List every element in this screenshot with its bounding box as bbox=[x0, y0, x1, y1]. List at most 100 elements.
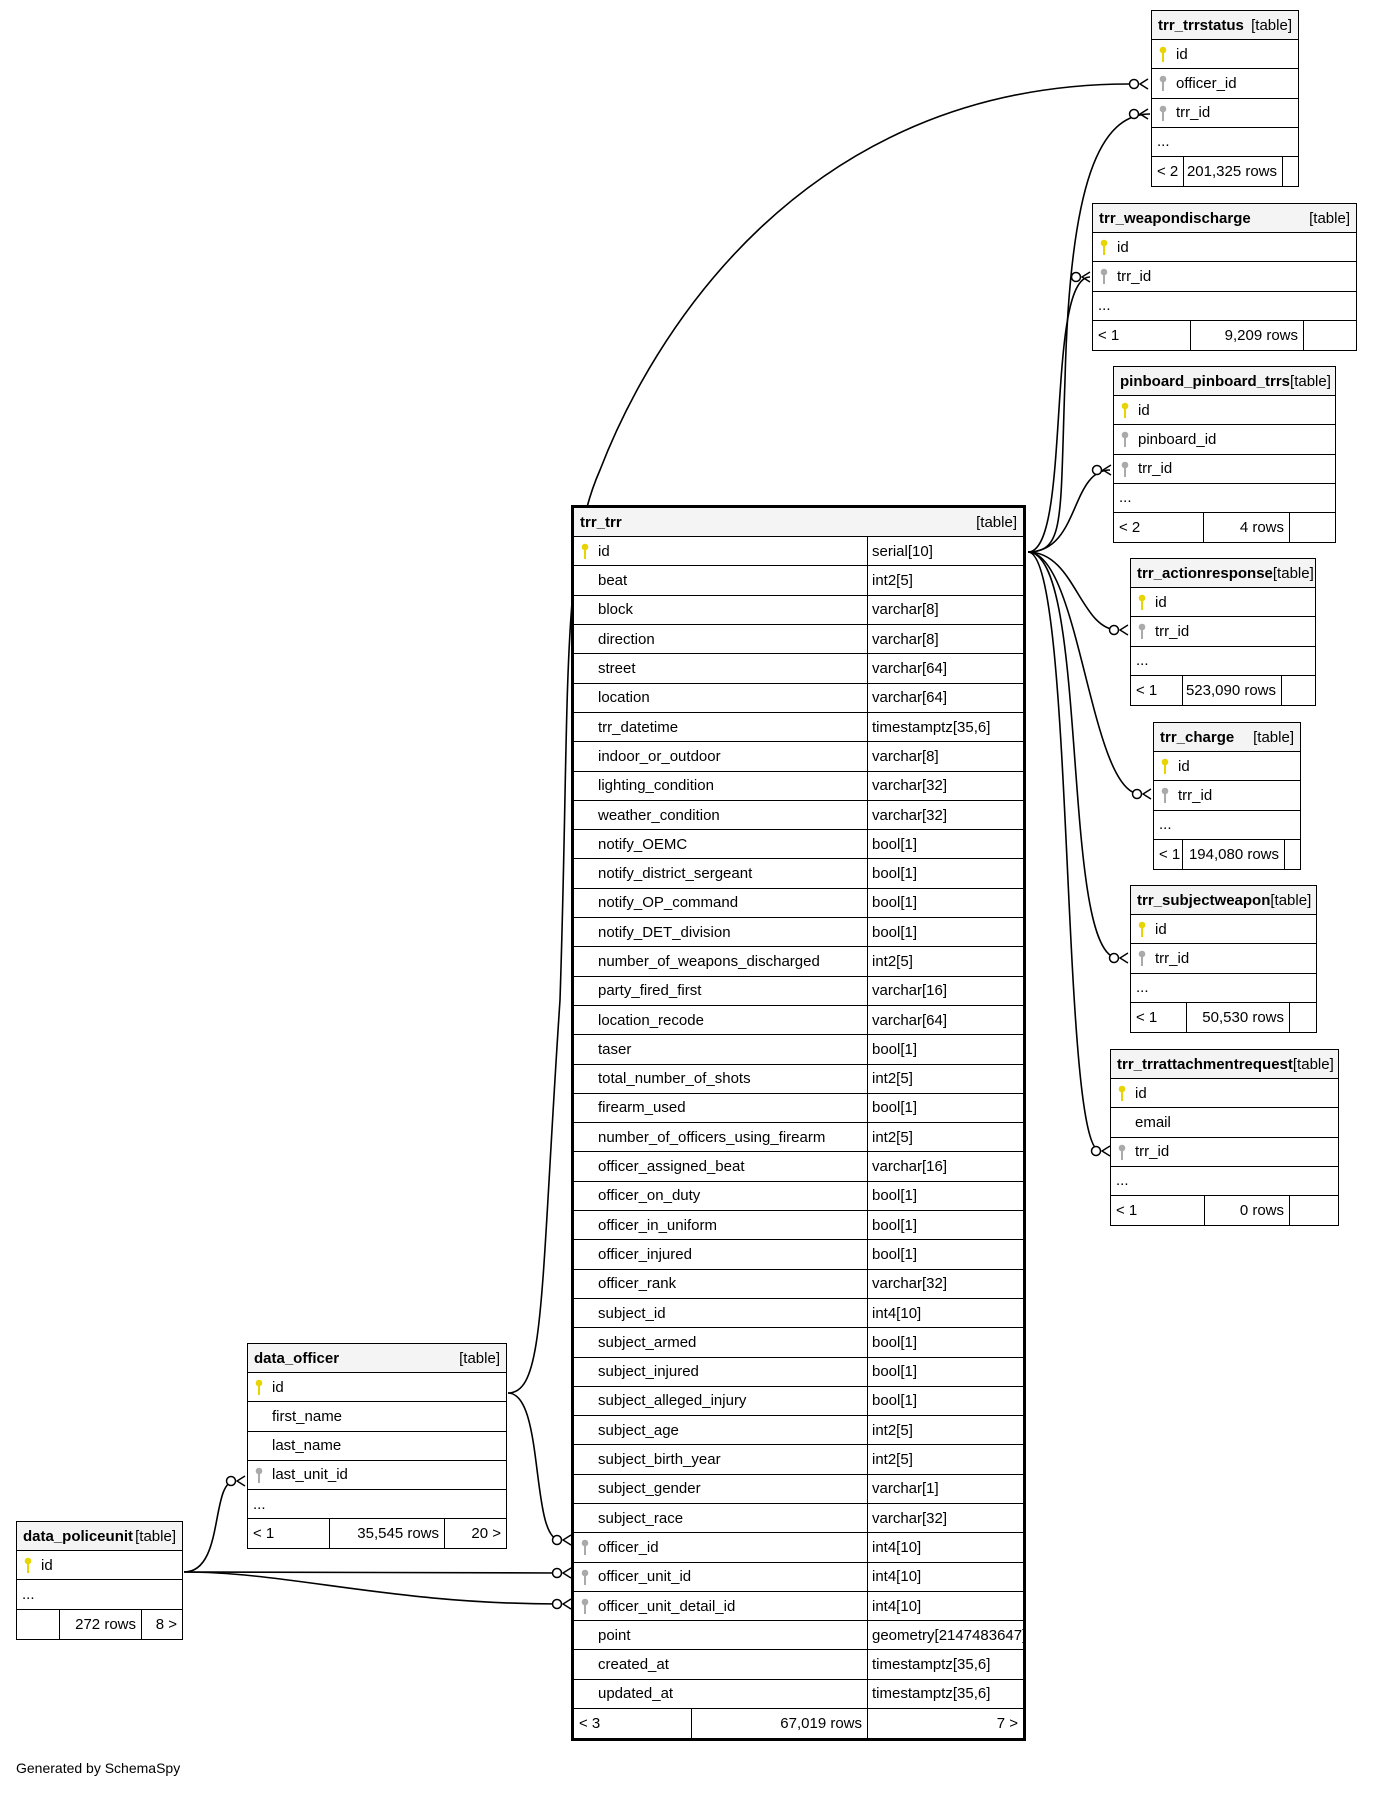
more-columns[interactable]: ... bbox=[1111, 1167, 1338, 1196]
column-row[interactable]: officer_id bbox=[1152, 69, 1298, 99]
link-trr-pinboard bbox=[1027, 469, 1111, 553]
column-row[interactable]: email bbox=[1111, 1108, 1338, 1138]
table-kind: [table] bbox=[1272, 564, 1314, 582]
column-row[interactable]: pinboard_id bbox=[1114, 425, 1335, 455]
column-name: subject_gender bbox=[598, 1480, 701, 1498]
column-row[interactable]: id bbox=[1131, 588, 1315, 618]
column-row[interactable]: id bbox=[1131, 915, 1316, 945]
column-row[interactable]: trr_id bbox=[1111, 1138, 1338, 1167]
column-row[interactable]: trr_id bbox=[1093, 262, 1356, 292]
column-name: id bbox=[1155, 920, 1167, 938]
link-end-circle bbox=[1108, 624, 1120, 636]
column-row[interactable]: id bbox=[1154, 752, 1300, 782]
table-header: pinboard_pinboard_trrs[table] bbox=[1114, 367, 1335, 397]
more-columns[interactable]: ... bbox=[1093, 292, 1356, 321]
column-row[interactable]: trr_id bbox=[1131, 944, 1316, 974]
more-columns[interactable]: ... bbox=[1154, 811, 1300, 840]
parents-count bbox=[17, 1610, 59, 1639]
column-row[interactable]: last_unit_id bbox=[248, 1461, 506, 1490]
column-name: officer_rank bbox=[598, 1275, 677, 1293]
more-columns[interactable]: ... bbox=[248, 1490, 506, 1520]
more-columns[interactable]: ... bbox=[17, 1580, 182, 1610]
primary-key-icon bbox=[1121, 402, 1129, 419]
column-row[interactable]: trr_id bbox=[1154, 781, 1300, 811]
crowfoot bbox=[561, 1534, 572, 1546]
column-row[interactable]: first_name bbox=[248, 1402, 506, 1432]
column-row[interactable]: id bbox=[248, 1373, 506, 1403]
column-row[interactable]: trr_id bbox=[1114, 455, 1335, 484]
generated-by-footer: Generated by SchemaSpy bbox=[16, 1760, 181, 1776]
primary-key-icon bbox=[1118, 1085, 1126, 1102]
column-row[interactable]: id bbox=[1114, 396, 1335, 426]
column-name: trr_datetime bbox=[598, 718, 679, 736]
column-row[interactable]: id bbox=[1152, 40, 1298, 70]
link-trr-actionresponse bbox=[1027, 551, 1119, 631]
column-name: direction bbox=[598, 630, 655, 648]
more-columns[interactable]: ... bbox=[1131, 647, 1315, 676]
column-row[interactable]: id bbox=[1111, 1079, 1338, 1109]
column-name: street bbox=[598, 660, 636, 678]
column-row[interactable]: id bbox=[1093, 233, 1356, 263]
column-type: varchar[8] bbox=[867, 742, 1023, 771]
more-columns[interactable]: ... bbox=[1152, 128, 1298, 157]
link-trr-charge bbox=[1027, 551, 1141, 795]
column-name: email bbox=[1135, 1113, 1171, 1131]
column-row[interactable]: last_name bbox=[248, 1432, 506, 1461]
more-columns[interactable]: ... bbox=[1114, 484, 1335, 513]
column-row[interactable]: trr_id bbox=[1152, 99, 1298, 128]
more-columns[interactable]: ... bbox=[1131, 974, 1316, 1003]
column-row[interactable]: id bbox=[17, 1551, 182, 1581]
column-row[interactable]: trr_id bbox=[1131, 617, 1315, 647]
